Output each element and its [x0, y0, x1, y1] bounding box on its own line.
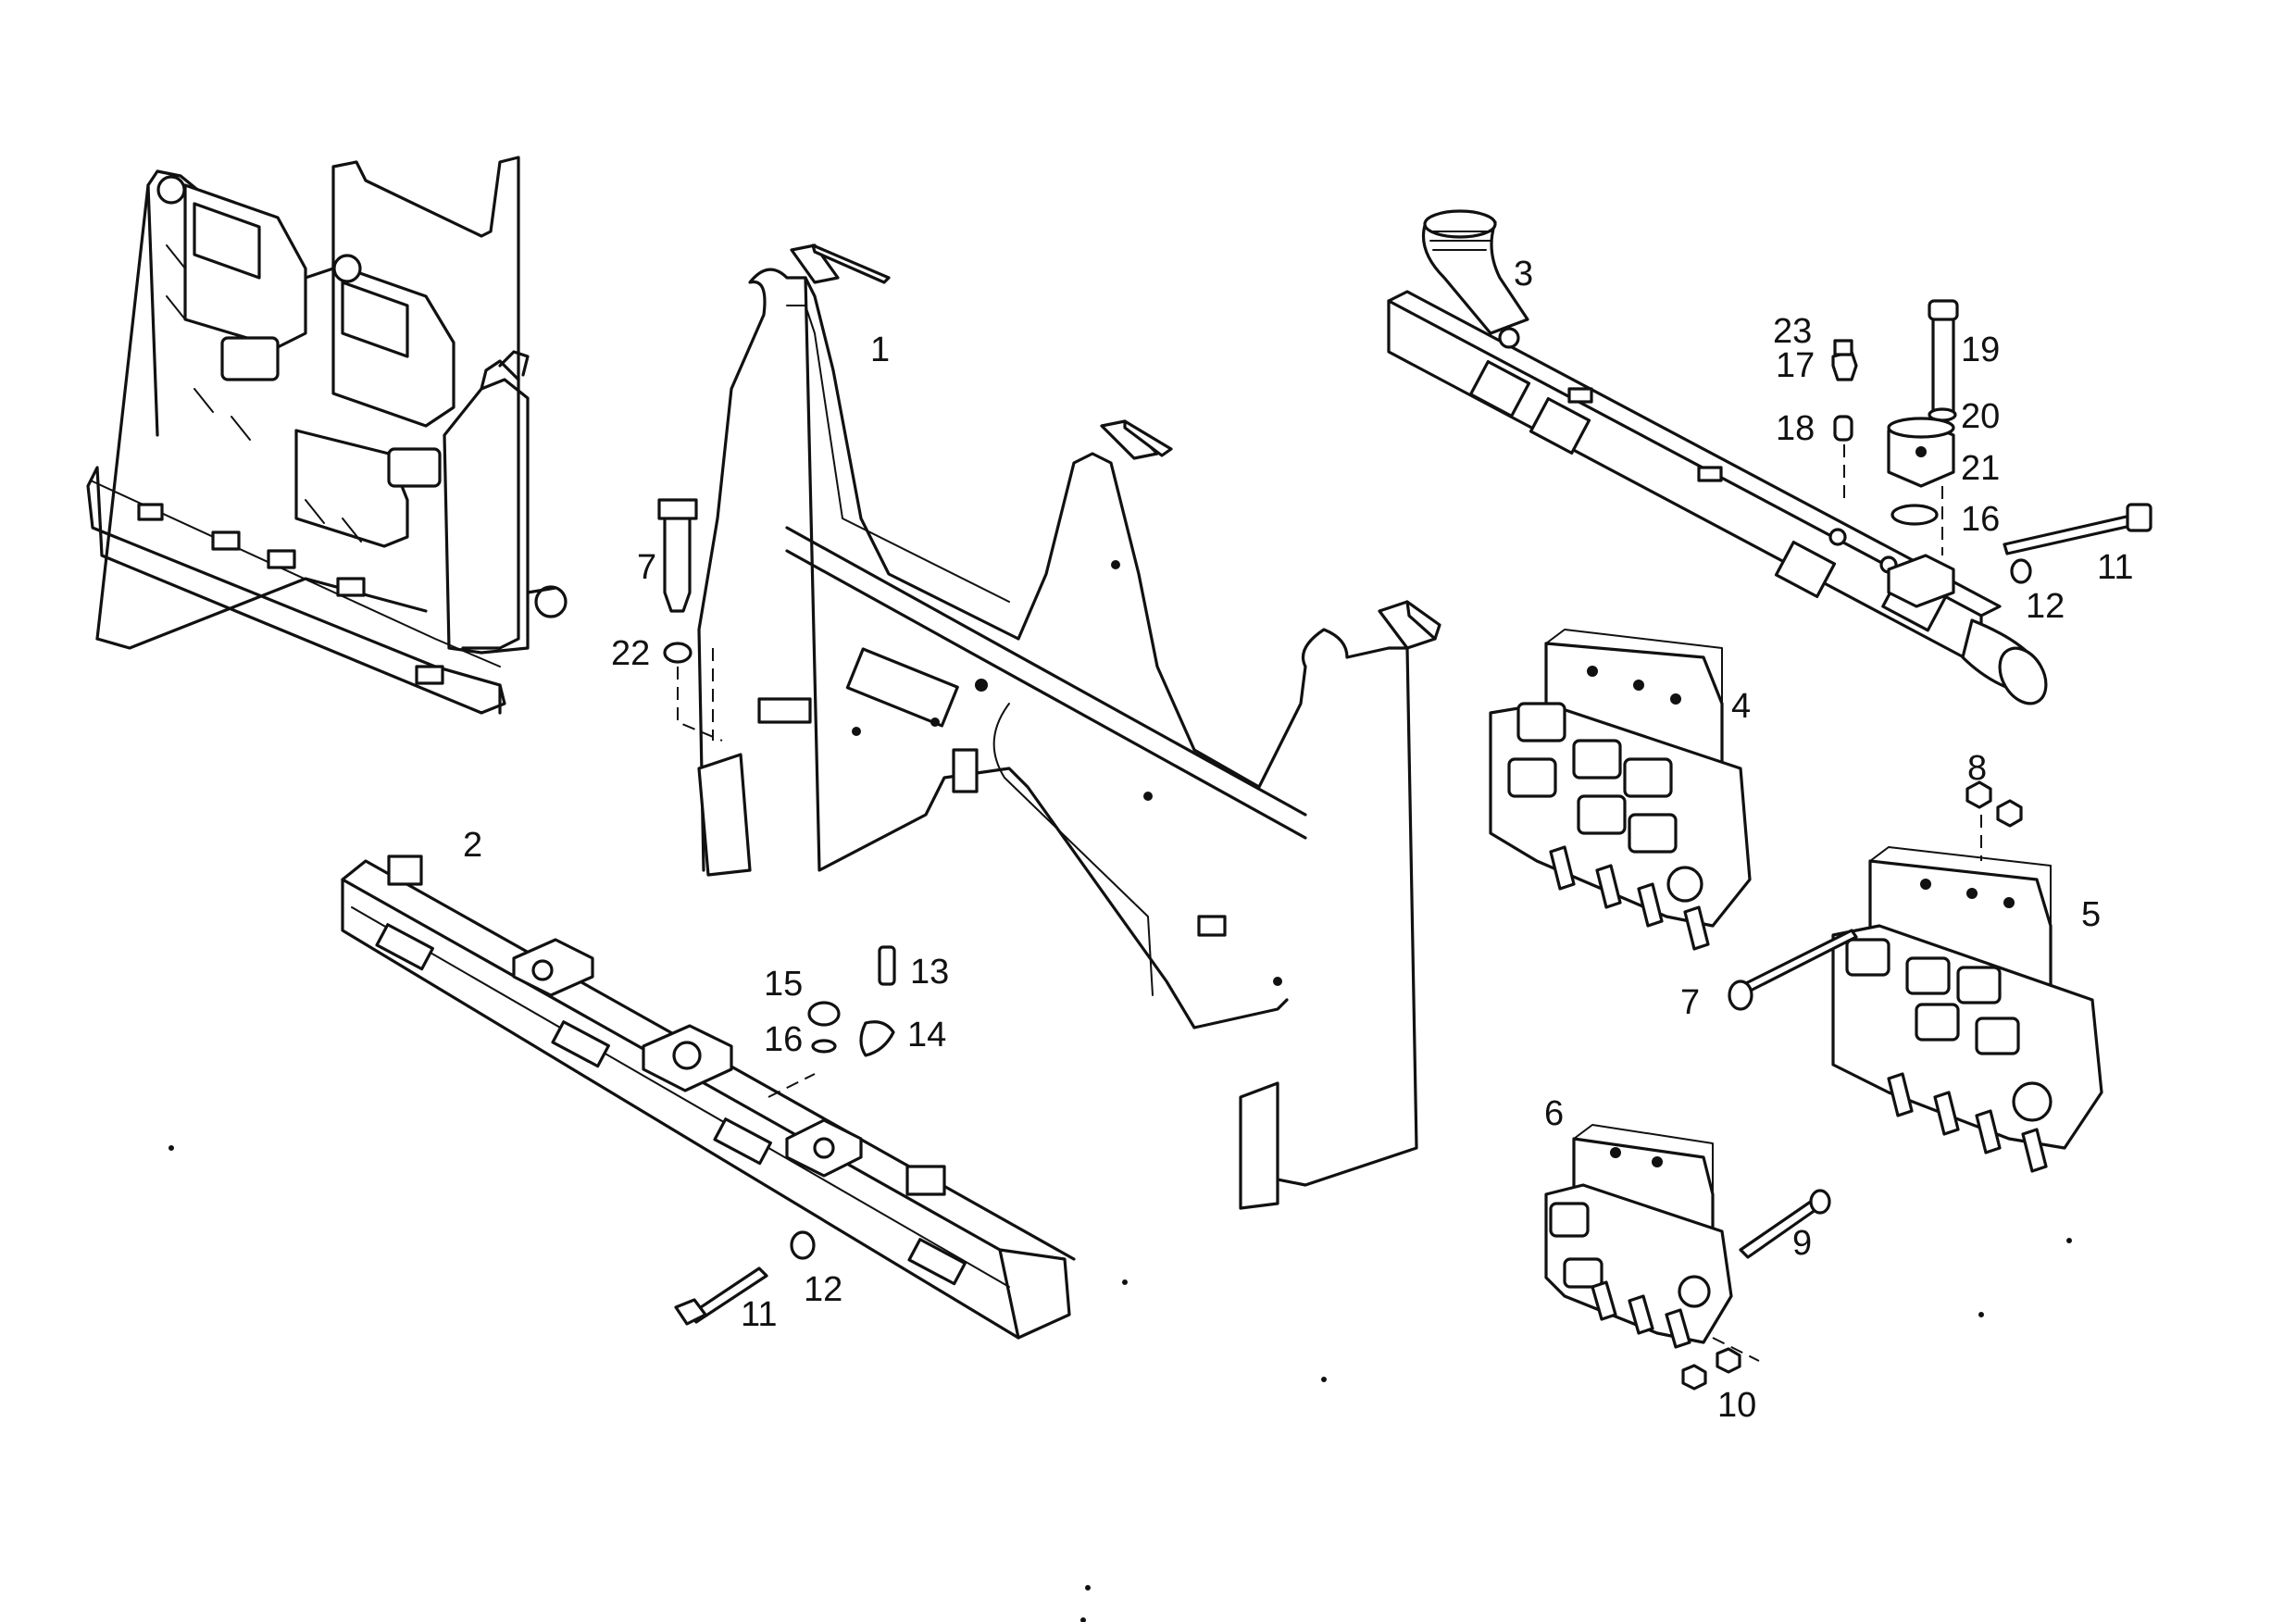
loose-fasteners [657, 498, 896, 1326]
callout-19: 19 [1961, 331, 2000, 369]
fittings-17-23 [1831, 299, 2152, 584]
callout-12-right: 12 [2026, 587, 2065, 626]
assembled-frame-overview [86, 156, 568, 715]
part-1-main-frame [697, 243, 1441, 1210]
part-5-valve-block [1728, 780, 2103, 1173]
callout-9: 9 [1792, 1224, 1812, 1263]
callout-23: 23 [1773, 312, 1812, 351]
part-2-lower-beam [341, 855, 1076, 1340]
callout-1: 1 [870, 331, 890, 369]
part-3-header-tube [1387, 209, 2048, 705]
scan-speckles [168, 1145, 2072, 1622]
part-6-valve-block [1544, 1124, 1831, 1391]
callout-16-lower: 16 [764, 1020, 803, 1059]
callout-12-left: 12 [804, 1270, 842, 1309]
callout-15: 15 [764, 965, 803, 1004]
callout-10: 10 [1717, 1386, 1756, 1425]
callout-22: 22 [611, 634, 650, 673]
callout-17: 17 [1776, 346, 1815, 385]
part-4-valve-block [1489, 629, 1752, 951]
callout-7-bolt: 7 [637, 548, 656, 587]
callout-16-upper: 16 [1961, 500, 2000, 539]
callout-20: 20 [1961, 397, 2000, 436]
callout-14: 14 [907, 1016, 946, 1054]
callout-11-left: 11 [741, 1295, 777, 1334]
callout-5: 5 [2081, 895, 2101, 934]
callout-4: 4 [1731, 687, 1751, 726]
callout-2: 2 [463, 826, 482, 865]
callout-18: 18 [1776, 409, 1815, 448]
callout-7-bolt-right: 7 [1680, 983, 1700, 1022]
callout-13: 13 [910, 953, 949, 992]
callout-labels: 1 2 3 4 5 6 7 7 8 9 10 11 11 12 12 13 14… [463, 255, 2133, 1425]
callout-3: 3 [1514, 255, 1533, 293]
callout-21: 21 [1961, 449, 2000, 488]
callout-11-right: 11 [2097, 548, 2133, 587]
callout-8: 8 [1967, 749, 1987, 788]
callout-6: 6 [1544, 1094, 1564, 1133]
